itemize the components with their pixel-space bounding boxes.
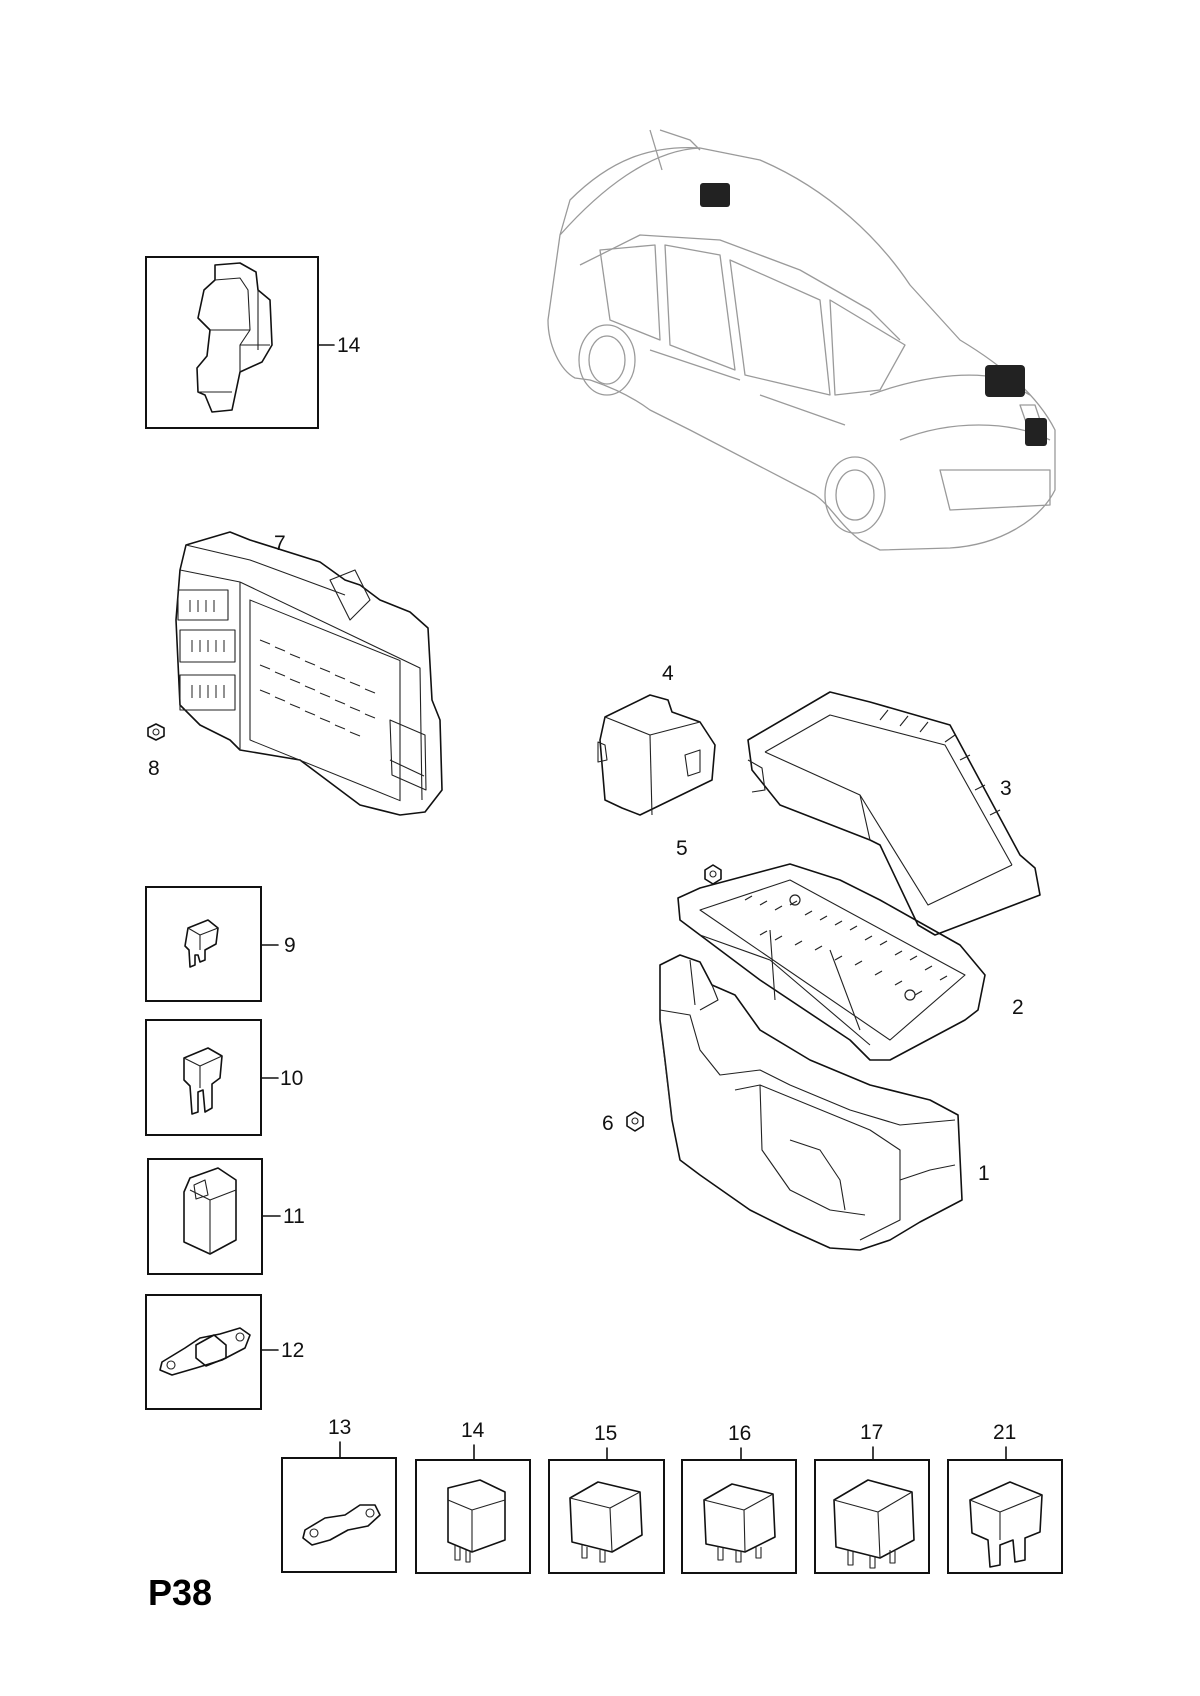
callout-4: 4 <box>662 662 674 685</box>
frame-item-21 <box>947 1459 1063 1574</box>
relay-item-16-drawing <box>569 1481 643 1563</box>
frame-item-10 <box>145 1019 262 1136</box>
mini-fuse-item-9-drawing <box>184 919 219 968</box>
frame-item-14 <box>145 256 319 429</box>
callout-17: 16 <box>728 1422 751 1445</box>
control-module-fuse-slots <box>189 600 376 737</box>
callout-3: 3 <box>1000 777 1012 800</box>
callout-10: 10 <box>280 1067 303 1090</box>
frame-item-13 <box>281 1457 397 1573</box>
fuse-carrier-item-2-drawing <box>677 863 986 1061</box>
callout-16: 15 <box>594 1422 617 1445</box>
frame-item-16 <box>548 1459 665 1574</box>
frame-item-12 <box>145 1294 262 1410</box>
vehicle-locator-illustration <box>547 129 1056 551</box>
clip-bracket-drawing <box>196 262 273 413</box>
callout-14: 14 <box>337 334 361 357</box>
frame-item-15 <box>415 1459 531 1574</box>
nut-item-5-drawing <box>704 864 722 885</box>
callout-11: 11 <box>283 1205 305 1228</box>
callout-8: 8 <box>148 757 160 780</box>
nut-item-6-drawing <box>626 1111 644 1132</box>
frame-item-18 <box>814 1459 930 1574</box>
frame-item-9 <box>145 886 262 1002</box>
housing-base-item-1-drawing <box>659 954 963 1251</box>
frame-item-11 <box>147 1158 263 1275</box>
maxi-fuse-item-21-drawing <box>969 1481 1043 1568</box>
atc-fuse-item-10-drawing <box>183 1047 223 1115</box>
lid-item-3-drawing <box>747 691 1041 936</box>
strip-fuse-item-13-drawing <box>302 1504 381 1546</box>
nut-item-8-drawing <box>147 723 165 741</box>
callout-18: 17 <box>860 1421 883 1444</box>
callout-15: 14 <box>461 1419 485 1442</box>
cover-item-4-drawing <box>597 694 716 816</box>
callout-2: 2 <box>1012 996 1024 1019</box>
callout-5: 5 <box>676 837 688 860</box>
callout-1: 1 <box>978 1162 990 1185</box>
control-module-drawing <box>175 531 443 816</box>
micro-relay-item-15-drawing <box>447 1479 506 1563</box>
relay-item-18-drawing <box>833 1479 915 1569</box>
callout-12: 12 <box>281 1339 304 1362</box>
strip-fuse-item-12-drawing <box>159 1327 251 1376</box>
page-code: P38 <box>148 1572 212 1613</box>
callout-9: 9 <box>284 934 296 957</box>
callout-6: 6 <box>602 1112 614 1135</box>
fuse-carrier-fuse-slots <box>744 894 948 1001</box>
cartridge-fuse-item-11-drawing <box>183 1167 237 1255</box>
callout-7: 7 <box>274 532 286 555</box>
relay-item-17-drawing <box>703 1483 776 1563</box>
callout-13: 13 <box>328 1416 351 1439</box>
callout-21: 21 <box>993 1421 1016 1444</box>
frame-item-17 <box>681 1459 797 1574</box>
